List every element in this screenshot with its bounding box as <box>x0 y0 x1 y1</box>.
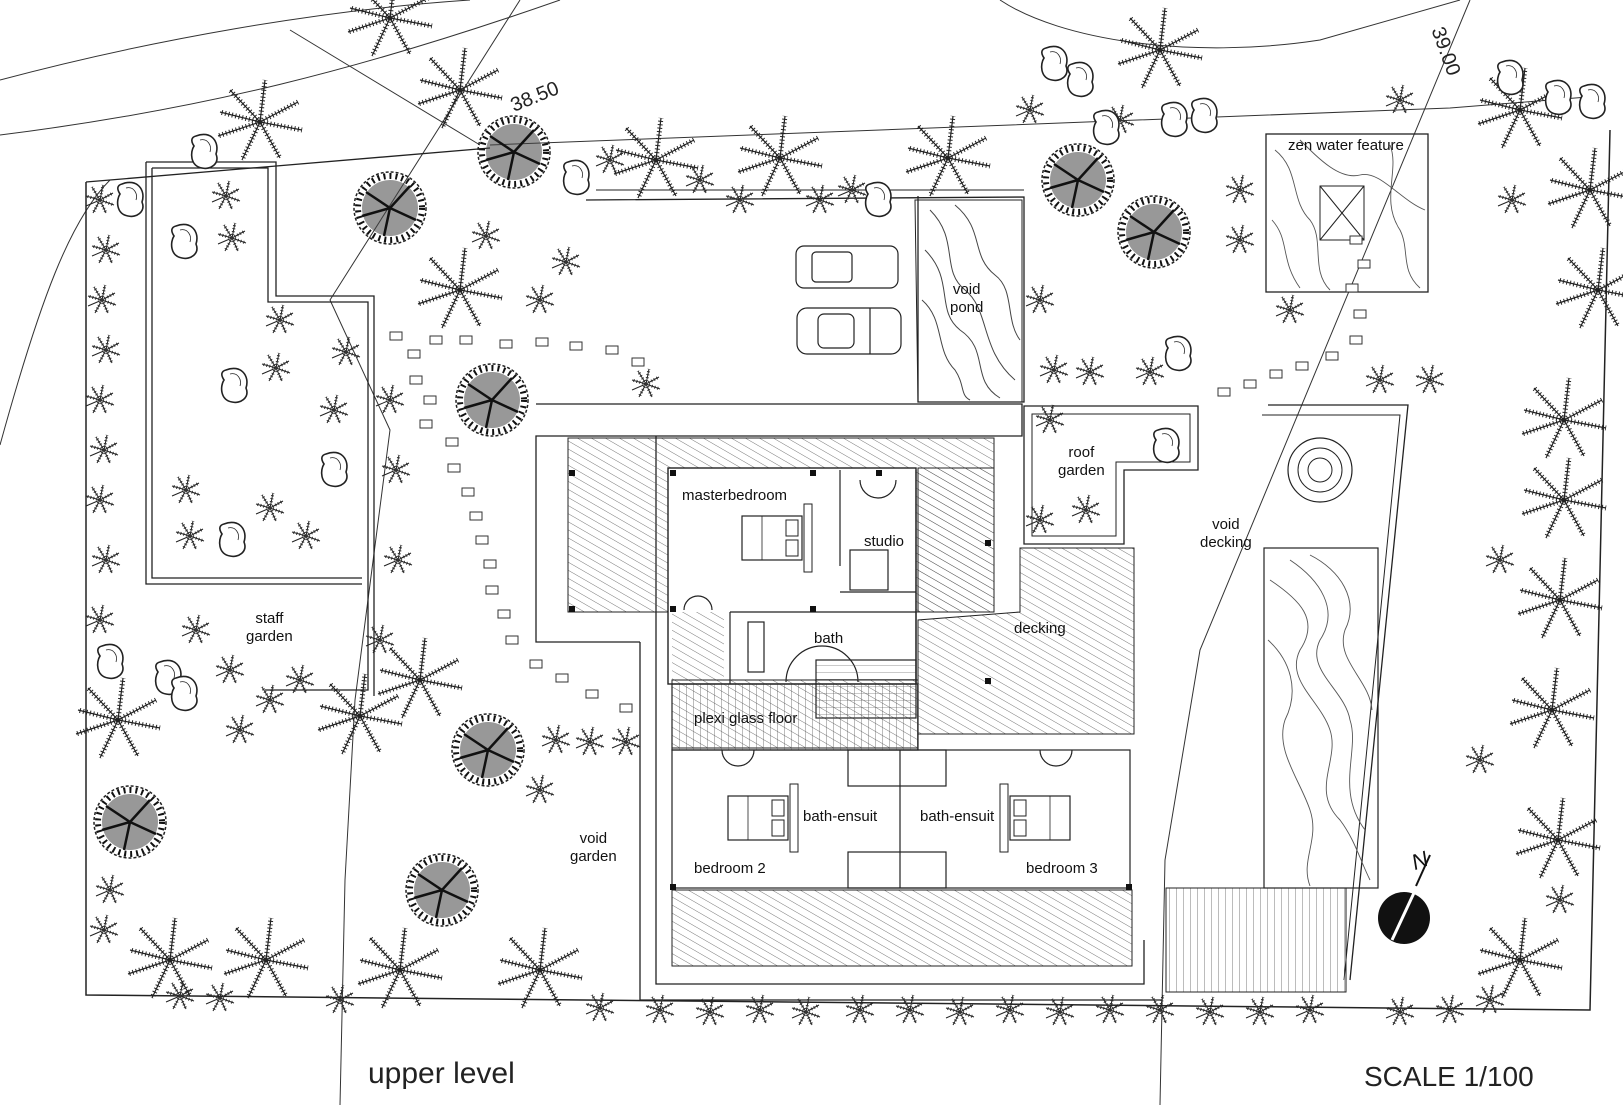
area-void-pond-line1: void <box>952 281 981 298</box>
room-plexi-glass-floor: plexi glass floor <box>694 710 798 727</box>
drawing-scale: SCALE 1/100 <box>1364 1061 1534 1092</box>
area-roof-garden-line2: garden <box>1058 462 1105 479</box>
area-zen-water-feature: zen water feature <box>1288 137 1404 154</box>
room-studio: studio <box>864 533 905 550</box>
area-staff-garden-line1: staff <box>255 610 284 627</box>
room-bath-ensuit-left: bath-ensuit <box>803 808 878 825</box>
area-decking: decking <box>1014 620 1066 637</box>
area-void-pond-line2: pond <box>950 299 984 316</box>
area-void-decking-line1: void <box>1212 516 1240 533</box>
area-void-decking-line2: decking <box>1200 534 1252 551</box>
room-bedroom-3: bedroom 3 <box>1026 860 1098 877</box>
room-masterbedroom: masterbedroom <box>682 487 788 504</box>
area-staff-garden-line2: garden <box>246 628 293 645</box>
drawing-title: upper level <box>368 1057 515 1090</box>
area-void-decking: void decking <box>1200 516 1252 552</box>
room-bedroom-2: bedroom 2 <box>694 860 766 877</box>
area-void-garden: void garden <box>570 830 617 866</box>
room-bath: bath <box>814 630 844 647</box>
area-staff-garden: staff garden <box>246 610 293 646</box>
room-bath-ensuit-right: bath-ensuit <box>920 808 995 825</box>
area-void-pond: void pond <box>950 281 983 317</box>
area-roof-garden: roof garden <box>1058 444 1105 480</box>
area-void-garden-line2: garden <box>570 848 617 865</box>
area-void-garden-line1: void <box>579 830 608 847</box>
area-roof-garden-line1: roof <box>1068 444 1095 461</box>
